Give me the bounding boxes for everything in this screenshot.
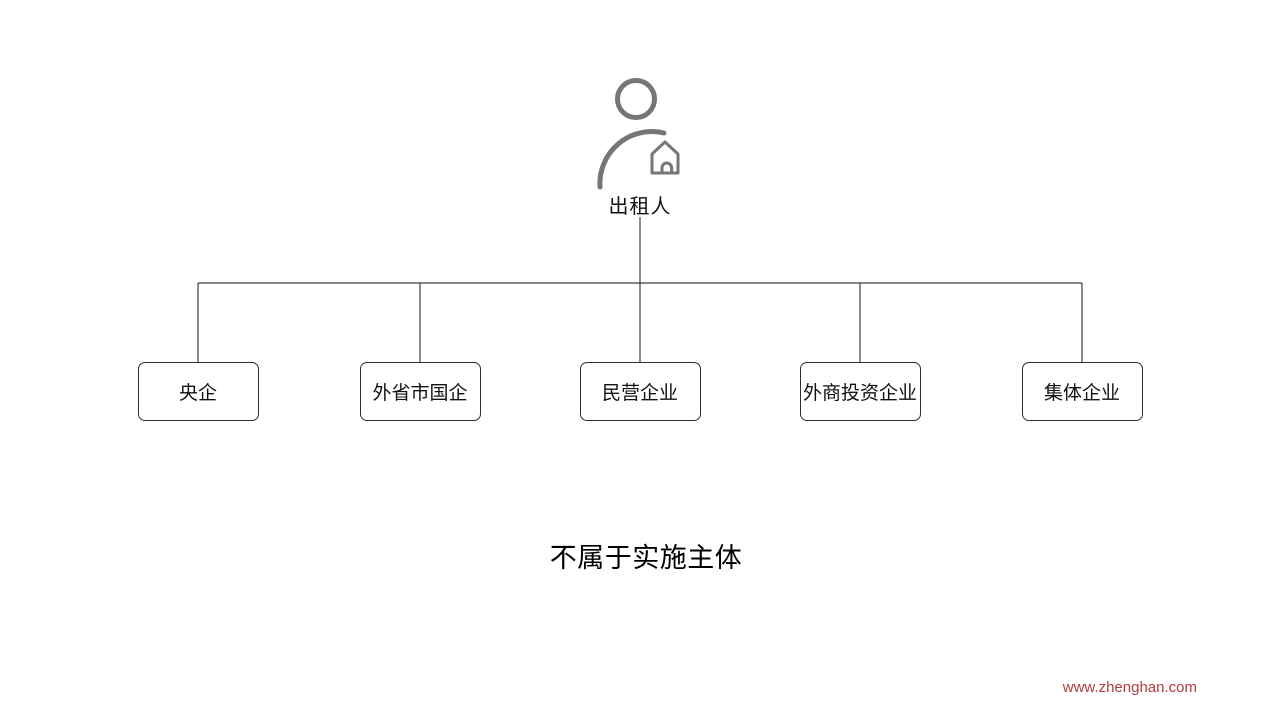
tree-node: 民营企业 [579,362,701,421]
person-with-house-icon [597,78,680,190]
tree-node-label: 民营企业 [601,383,678,404]
tree-node: 央企 [137,362,259,421]
tree-node-label: 外商投资企业 [802,383,917,404]
tree-node-label: 外省市国企 [372,383,468,404]
root-node-label: 出租人 [608,196,672,218]
tree-node-label: 集体企业 [1043,383,1120,404]
watermark-url: www.zhenghan.com [1062,679,1197,696]
tree-node: 外省市国企 [359,362,481,421]
tree-node: 外商投资企业 [799,362,921,421]
tree-node-label: 央企 [178,383,217,404]
tree-node: 集体企业 [1021,362,1143,421]
caption-text: 不属于实施主体 [549,543,743,573]
